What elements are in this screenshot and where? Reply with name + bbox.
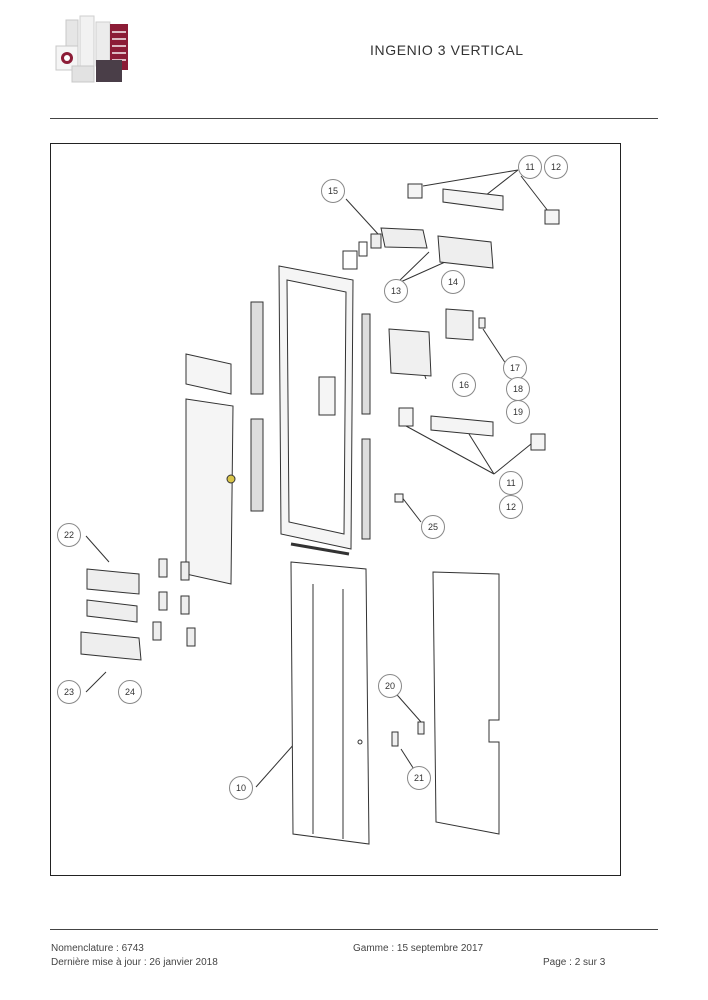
lower-brackets: [394, 407, 546, 503]
header-divider: [50, 118, 658, 119]
side-rails: [250, 301, 371, 540]
callout-11: 11: [518, 155, 542, 179]
nomenclature: Nomenclature : 6743: [51, 943, 144, 954]
back-panel: [185, 353, 236, 585]
callout-12: 12: [499, 495, 523, 519]
callout-11: 11: [499, 471, 523, 495]
callout-21: 21: [407, 766, 431, 790]
callout-23: 23: [57, 680, 81, 704]
callout-20: 20: [378, 674, 402, 698]
front-door: [290, 561, 370, 845]
callout-19: 19: [506, 400, 530, 424]
callout-12: 12: [544, 155, 568, 179]
footer-divider: [50, 929, 658, 930]
page-number: Page : 2 sur 3: [543, 957, 606, 968]
heating-elements: [80, 558, 196, 661]
main-frame: [278, 265, 354, 556]
callout-17: 17: [503, 356, 527, 380]
callout-13: 13: [384, 279, 408, 303]
product-range-logo: [52, 14, 132, 86]
callout-25: 25: [421, 515, 445, 539]
control-housing: [342, 227, 494, 270]
electronics: [388, 308, 486, 377]
last-update: Dernière mise à jour : 26 janvier 2018: [51, 957, 218, 968]
callout-10: 10: [229, 776, 253, 800]
side-cover: [432, 571, 500, 835]
page-title: INGENIO 3 VERTICAL: [370, 42, 524, 58]
callout-16: 16: [452, 373, 476, 397]
callout-15: 15: [321, 179, 345, 203]
switches: [391, 721, 425, 747]
exploded-view-diagram: 11 12 15 14 13 17 16 18 19 11 12 25 22 2…: [50, 143, 621, 876]
callout-24: 24: [118, 680, 142, 704]
range-date: Gamme : 15 septembre 2017: [353, 943, 484, 954]
parts-drawing: [80, 169, 560, 845]
callout-22: 22: [57, 523, 81, 547]
top-brackets: [407, 183, 560, 225]
callout-18: 18: [506, 377, 530, 401]
callout-14: 14: [441, 270, 465, 294]
